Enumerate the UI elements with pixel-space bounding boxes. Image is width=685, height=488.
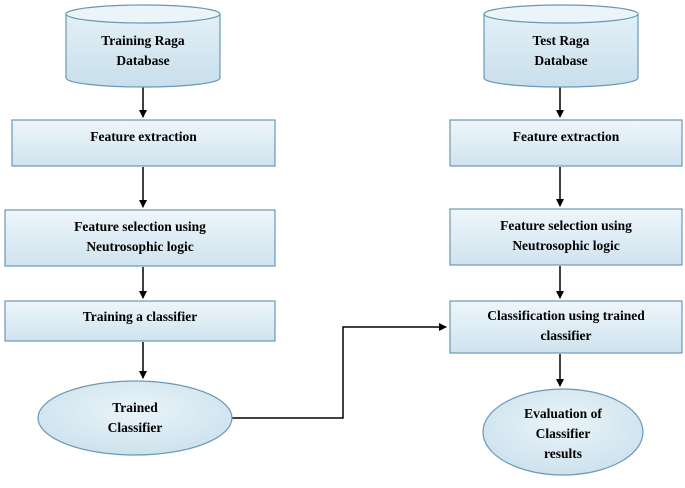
training-db-label-line-2: Database (116, 53, 170, 68)
trained-classifier-ellipse (37, 380, 233, 456)
test-feature-extraction-text: Feature extraction (512, 129, 620, 144)
train-feature-extraction-box (11, 119, 276, 167)
train-feature-extraction-text: Feature extraction (90, 129, 197, 144)
train-feature-selection-line-1: Feature selection using (74, 219, 206, 234)
trained-classifier-line-1: Trained (112, 400, 158, 415)
training-db-cylinder (65, 4, 221, 88)
edges (139, 85, 564, 419)
training-classifier-label: Training a classifier (5, 301, 275, 333)
classification-line-1: Classification using trained (487, 308, 645, 323)
evaluation-label: Evaluation of Classifier results (483, 402, 643, 466)
train-feature-selection-box (4, 209, 276, 267)
evaluation-line-2: Classifier (535, 426, 591, 441)
classification-box (449, 300, 683, 354)
test-db-label: Test Raga Database (484, 28, 638, 74)
trained-classifier-line-2: Classifier (107, 420, 163, 435)
train-feature-extraction-label: Feature extraction (12, 120, 275, 154)
edge-trained-classifier-to-classification (232, 323, 447, 419)
test-db-cylinder (483, 4, 639, 88)
test-feature-selection-box (449, 208, 683, 266)
training-db-label: Training Raga Database (66, 28, 220, 74)
test-feature-selection-line-2: Neutrosophic logic (512, 238, 620, 253)
training-classifier-box (4, 300, 276, 342)
test-feature-selection-label: Feature selection using Neutrosophic log… (450, 213, 682, 259)
test-feature-extraction-box (449, 119, 683, 167)
evaluation-line-1: Evaluation of (524, 406, 602, 421)
test-db-label-line-1: Test Raga (532, 33, 590, 48)
training-classifier-text: Training a classifier (82, 309, 198, 324)
test-db-label-line-2: Database (534, 53, 588, 68)
evaluation-line-3: results (543, 446, 582, 461)
evaluation-ellipse (482, 388, 644, 476)
train-feature-selection-line-2: Neutrosophic logic (86, 239, 194, 254)
test-feature-extraction-label: Feature extraction (450, 120, 682, 154)
trained-classifier-label: Trained Classifier (38, 393, 232, 443)
training-db-label-line-1: Training Raga (101, 33, 185, 48)
test-feature-selection-line-1: Feature selection using (500, 218, 632, 233)
classification-label: Classification using trained classifier (450, 303, 682, 349)
classification-line-2: classifier (540, 328, 592, 343)
train-feature-selection-label: Feature selection using Neutrosophic log… (5, 214, 275, 260)
